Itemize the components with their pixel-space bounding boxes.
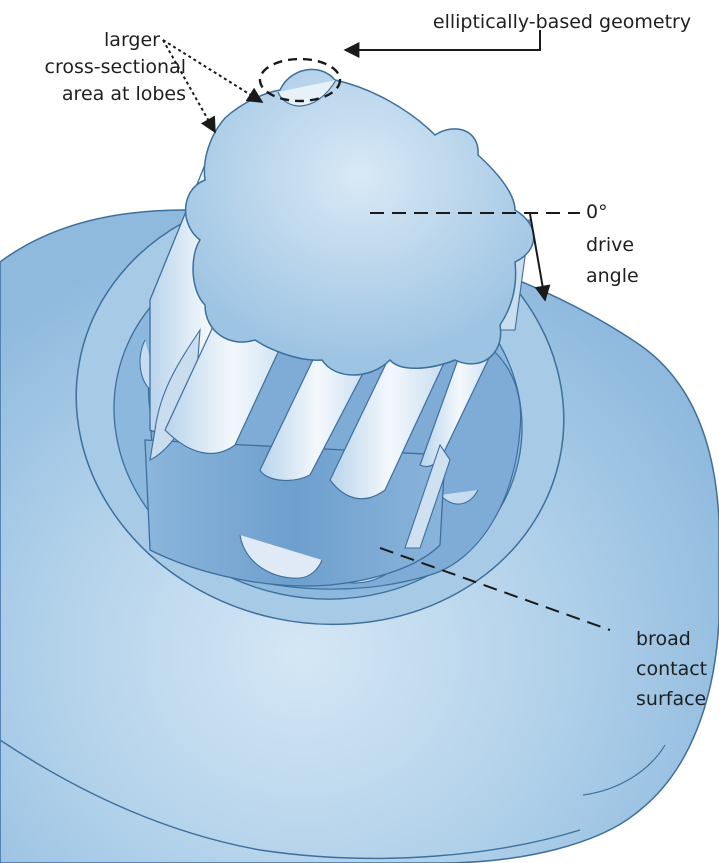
label-larger-line3: area at lobes [62, 83, 186, 105]
label-drive-line2: drive [586, 234, 634, 256]
label-geometry: elliptically-based geometry [433, 11, 691, 33]
label-larger-line2: cross-sectional [45, 56, 186, 78]
label-drive-line3: angle [586, 265, 639, 287]
label-contact-line2: contact [636, 658, 707, 680]
label-drive-line1: 0° [586, 201, 608, 223]
geometry-arrow [345, 30, 540, 50]
label-contact-line3: surface [636, 688, 706, 710]
bit-top-face [186, 69, 534, 375]
label-contact-line1: broad [636, 628, 691, 650]
label-larger-line1: larger [104, 29, 160, 51]
